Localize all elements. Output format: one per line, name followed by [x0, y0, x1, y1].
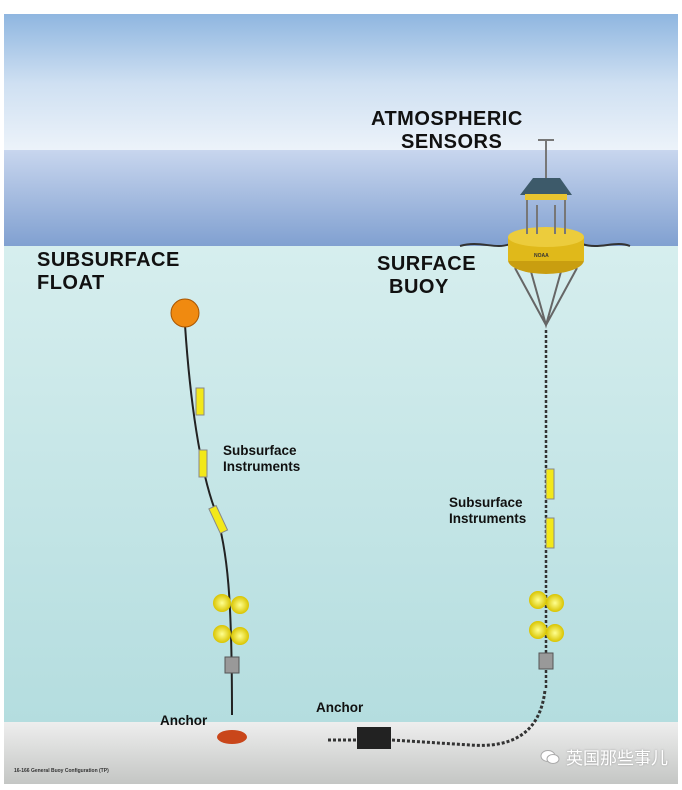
subsurface-instruments-left-label: Subsurface Instruments	[223, 443, 300, 474]
atmospheric-sensor-frame	[520, 178, 572, 195]
atmospheric-sensors-label: ATMOSPHERIC SENSORS	[371, 108, 523, 154]
watermark: 英国那些事儿	[540, 744, 668, 769]
instrument	[208, 504, 229, 535]
watermark-text: 英国那些事儿	[566, 749, 668, 768]
subsurface-float	[170, 298, 200, 328]
anchor-middle-label: Anchor	[316, 700, 364, 715]
release	[224, 656, 240, 674]
anchor-weight	[217, 730, 247, 744]
instrument	[198, 449, 208, 478]
figure-caption: 16-166 General Buoy Configuration (TP)	[14, 768, 109, 774]
wechat-icon	[540, 749, 560, 764]
anchor-block	[357, 727, 391, 749]
ground-chain	[328, 689, 547, 747]
anemometer	[538, 139, 554, 178]
subsurface-float-label: SUBSURFACE FLOAT	[37, 249, 180, 295]
instrument	[545, 517, 555, 549]
label-line: BUOY	[389, 276, 449, 298]
sky	[4, 14, 678, 154]
label-line: ATMOSPHERIC	[371, 108, 523, 130]
surface-mooring: NOAA	[459, 139, 631, 690]
label-line: SURFACE	[377, 253, 477, 275]
buoy-marking: NOAA	[534, 253, 549, 259]
instrument	[195, 387, 205, 416]
label-line: FLOAT	[37, 272, 105, 294]
label-line: Instruments	[223, 458, 301, 474]
surface-buoy-label: SURFACE BUOY	[377, 253, 476, 299]
subsurface-mooring	[170, 298, 249, 744]
glass-float-cluster	[213, 594, 249, 645]
label-line: SUBSURFACE	[37, 249, 180, 271]
label-line: Subsurface	[223, 443, 297, 458]
label-line: Instruments	[449, 510, 527, 526]
seafloor	[4, 722, 678, 784]
subsurface-instruments-right-label: Subsurface Instruments	[449, 495, 526, 526]
water-column	[4, 246, 678, 724]
label-line: SENSORS	[401, 131, 503, 153]
anchor-left-label: Anchor	[160, 713, 208, 728]
label-line: Subsurface	[449, 495, 523, 510]
instrument	[545, 468, 555, 500]
